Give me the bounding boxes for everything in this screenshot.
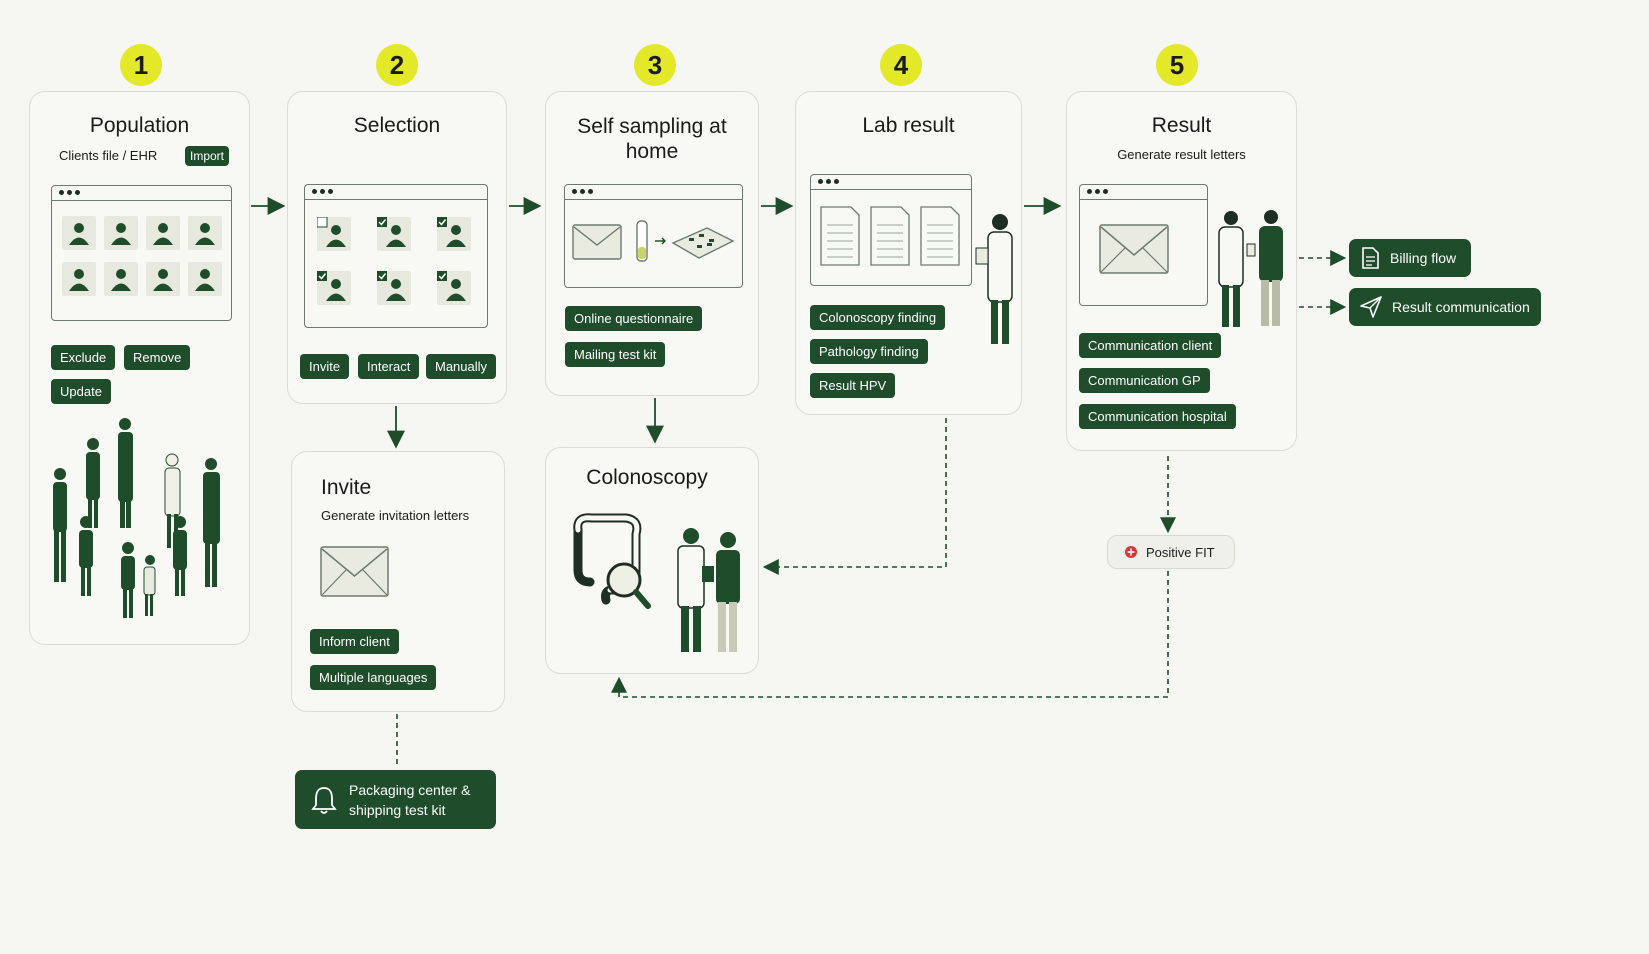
result-subtitle: Generate result letters (1117, 147, 1246, 162)
doctor-illustration (975, 214, 1013, 344)
lab-result-card: Lab result Colonoscopy finding Pathology… (795, 91, 1022, 415)
selected-person-tile (377, 271, 411, 305)
plus-circle-icon (1125, 546, 1137, 558)
communication-client-button[interactable]: Communication client (1079, 333, 1222, 358)
send-icon (1360, 296, 1382, 318)
population-card: Population Clients file / EHR Import Exc… (29, 91, 250, 645)
documents-illustration (820, 206, 960, 266)
manually-button[interactable]: Manually (426, 354, 497, 379)
selection-title: Selection (353, 114, 441, 137)
selected-person-tile (377, 217, 411, 251)
import-tag[interactable]: Import (185, 146, 230, 166)
interact-button[interactable]: Interact (358, 354, 420, 379)
self-sampling-title-line1: Self sampling at (577, 115, 727, 138)
bell-icon (311, 786, 337, 814)
self-sampling-title: Self sampling at home (546, 114, 758, 164)
population-subtitle: Clients file / EHR (59, 148, 158, 163)
exclude-button[interactable]: Exclude (51, 345, 116, 370)
person-tile (62, 216, 96, 250)
result-card: Result Generate result letters Communica… (1066, 91, 1297, 451)
doctor-patient-illustration (1218, 210, 1283, 327)
selected-person-tile (437, 271, 471, 305)
lab-window (810, 174, 972, 286)
selected-person-tile (437, 217, 471, 251)
selected-person-tile (317, 271, 351, 305)
dash-lab-colonoscopy (762, 418, 947, 575)
crowd-illustration (53, 418, 220, 618)
colon-magnifier-illustration (573, 513, 740, 652)
billing-flow-label: Billing flow (1390, 250, 1457, 266)
step-number-1: 1 (120, 44, 162, 86)
mail-kit-illustration (572, 220, 735, 262)
colonoscopy-finding-button[interactable]: Colonoscopy finding (810, 305, 946, 330)
billing-flow-button[interactable]: Billing flow (1349, 239, 1471, 277)
invite-title: Invite (321, 476, 372, 499)
person-tile (62, 262, 96, 296)
multiple-languages-button[interactable]: Multiple languages (310, 665, 437, 690)
result-title: Result (1151, 114, 1212, 137)
population-title: Population (89, 114, 190, 137)
result-hpv-button[interactable]: Result HPV (810, 373, 896, 398)
self-sampling-window (564, 184, 743, 288)
inform-client-button[interactable]: Inform client (310, 629, 399, 654)
step-number-5: 5 (1156, 44, 1198, 86)
person-tile (188, 216, 222, 250)
envelope-icon (1099, 224, 1169, 274)
invite-subtitle: Generate invitation letters (321, 508, 470, 523)
self-sampling-title-line2: home (625, 140, 679, 163)
selection-card: Selection Invite Interact Manually (287, 91, 507, 404)
dash-fit-colonoscopy (611, 571, 1169, 698)
packaging-line1: Packaging center & (349, 781, 471, 798)
document-icon (1362, 247, 1379, 269)
online-questionnaire-button[interactable]: Online questionnaire (565, 306, 703, 331)
person-tile (104, 262, 138, 296)
person-tile (146, 262, 180, 296)
pathology-finding-button[interactable]: Pathology finding (810, 339, 928, 364)
result-communication-label: Result communication (1392, 299, 1530, 315)
positive-fit-label: Positive FIT (1146, 544, 1215, 560)
self-sampling-card: Self sampling at home Online questionnai… (545, 91, 759, 396)
step-number-2: 2 (376, 44, 418, 86)
envelope-icon (320, 546, 389, 597)
update-button[interactable]: Update (51, 379, 111, 404)
remove-button[interactable]: Remove (124, 345, 191, 370)
invite-button[interactable]: Invite (300, 354, 350, 379)
step-number-4: 4 (880, 44, 922, 86)
colonoscopy-title: Colonoscopy (586, 466, 708, 489)
selection-window (304, 184, 488, 328)
person-tile (146, 216, 180, 250)
population-window (51, 185, 232, 321)
person-tile (188, 262, 222, 296)
result-window (1079, 184, 1208, 306)
invite-card: Invite Generate invitation letters Infor… (291, 451, 505, 712)
communication-gp-button[interactable]: Communication GP (1079, 368, 1210, 393)
selected-person-tile (316, 216, 351, 251)
result-communication-button[interactable]: Result communication (1349, 288, 1541, 326)
packaging-center-button[interactable]: Packaging center & shipping test kit (295, 770, 496, 829)
colonoscopy-card: Colonoscopy (545, 447, 759, 674)
step-number-3: 3 (634, 44, 676, 86)
person-tile (104, 216, 138, 250)
lab-result-title: Lab result (862, 114, 955, 137)
communication-hospital-button[interactable]: Communication hospital (1079, 404, 1236, 429)
packaging-line2: shipping test kit (349, 801, 446, 818)
positive-fit-badge: Positive FIT (1107, 535, 1235, 569)
mailing-test-kit-button[interactable]: Mailing test kit (565, 342, 666, 367)
